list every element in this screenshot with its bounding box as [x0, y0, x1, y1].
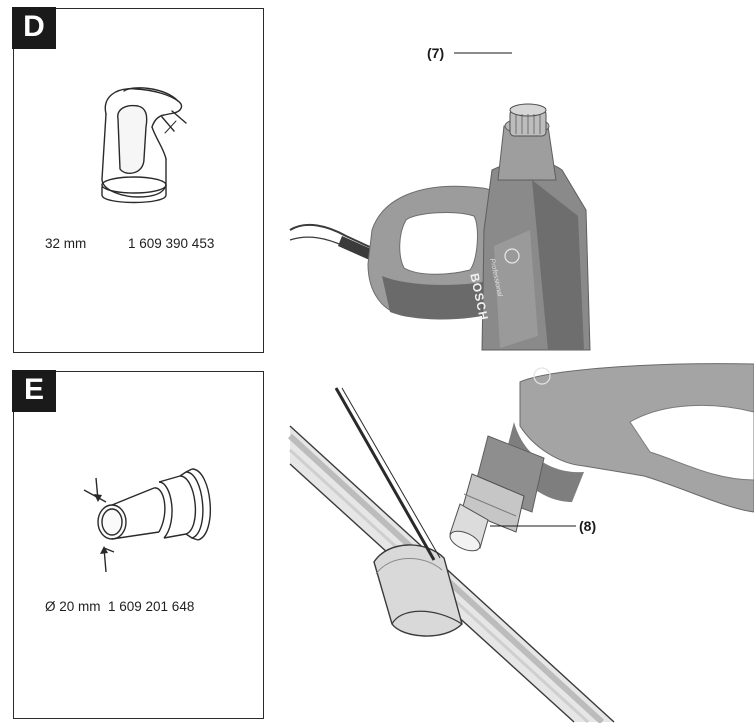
pipe-shrink-illustration [287, 363, 754, 723]
panel-e-size: Ø 20 mm [45, 599, 101, 614]
heat-gun-illustration-top [289, 103, 591, 351]
reflector-nozzle-illustration [101, 87, 187, 204]
panel-d-size: 32 mm [45, 236, 87, 251]
callout-7-leader [454, 52, 512, 54]
callout-8-leader [490, 525, 576, 527]
panel-e-letter: E [12, 370, 56, 412]
panel-d: D 32 mm 1 609 390 453 [12, 7, 264, 353]
panel-d-letter: D [12, 7, 56, 49]
callout-7: (7) [427, 45, 445, 61]
callout-8: (8) [579, 518, 597, 534]
reducer-nozzle-illustration [83, 468, 211, 573]
panel-e: E Ø 20 mm 1 609 201 6 [12, 370, 264, 719]
panel-d-part-number: 1 609 390 453 [128, 236, 215, 251]
panel-e-part-number: 1 609 201 648 [108, 599, 195, 614]
